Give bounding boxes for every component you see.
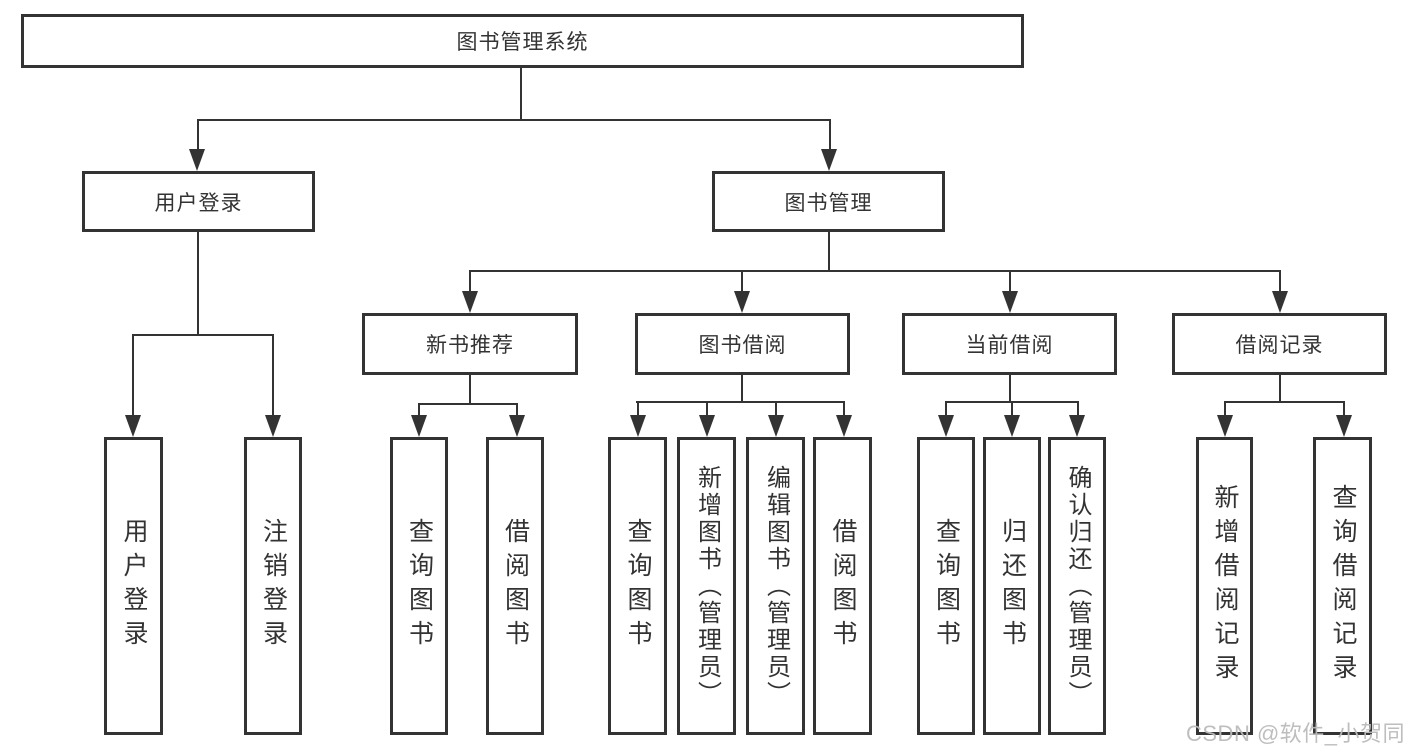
node-new-book-rec-label: 新书推荐	[426, 334, 514, 357]
node-user-login: 用户登录	[82, 171, 315, 232]
connector-root-rail	[197, 119, 831, 121]
connector-drop-bb-query	[637, 401, 639, 417]
arrowhead-bb-add	[699, 415, 715, 437]
node-current-borrow-label: 当前借阅	[965, 334, 1054, 357]
arrowhead-leaf-user-login	[125, 415, 141, 437]
node-borrow-records: 借阅记录	[1172, 313, 1387, 375]
arrowhead-borrow-records	[1272, 291, 1288, 313]
leaf-cb-confirm-return: 确认归还（管理员）	[1048, 437, 1106, 735]
connector-new-book-rec-stem	[469, 374, 471, 405]
connector-drop-leaf-logout	[272, 334, 274, 418]
arrowhead-rec-borrow	[509, 415, 525, 437]
connector-drop-borrow-records	[1279, 270, 1281, 294]
arrowhead-br-add	[1217, 415, 1233, 437]
connector-book-borrow-stem	[741, 374, 743, 403]
arrowhead-rec-query	[411, 415, 427, 437]
leaf-bb-borrow-books: 借阅图书	[813, 437, 872, 735]
connector-drop-rec-query	[418, 403, 420, 417]
leaf-bb-add-books-label: 新增图书（管理员）	[693, 464, 721, 708]
leaf-bb-query-books: 查询图书	[608, 437, 667, 735]
leaf-cb-return-books-label: 归还图书	[998, 518, 1027, 654]
arrowhead-br-query	[1336, 415, 1352, 437]
arrowhead-bb-edit	[768, 415, 784, 437]
leaf-logout-label: 注销登录	[259, 518, 288, 654]
node-root: 图书管理系统	[21, 14, 1024, 68]
arrowhead-user-login	[189, 149, 205, 171]
connector-drop-book-mgmt	[829, 119, 831, 153]
leaf-bb-add-books: 新增图书（管理员）	[677, 437, 736, 735]
arrowhead-bb-borrow	[836, 415, 852, 437]
leaf-bb-edit-books: 编辑图书（管理员）	[746, 437, 805, 735]
arrowhead-cb-query	[938, 415, 954, 437]
leaf-cb-query-books-label: 查询图书	[932, 518, 961, 654]
connector-borrow-records-rail	[1224, 401, 1345, 403]
arrowhead-bb-query	[630, 415, 646, 437]
connector-root-stem	[520, 68, 522, 121]
leaf-rec-query-books: 查询图书	[390, 437, 448, 735]
connector-borrow-records-stem	[1279, 374, 1281, 403]
arrowhead-book-borrow	[734, 291, 750, 313]
connector-drop-book-borrow	[741, 270, 743, 294]
arrowhead-leaf-logout	[265, 415, 281, 437]
connector-drop-bb-add	[706, 401, 708, 417]
connector-drop-cb-confirm	[1077, 401, 1079, 417]
connector-drop-cb-return	[1011, 401, 1013, 417]
connector-drop-user-login	[197, 119, 199, 153]
leaf-cb-confirm-return-label: 确认归还（管理员）	[1064, 464, 1091, 708]
leaf-br-query-record-label: 查询借阅记录	[1329, 484, 1357, 688]
leaf-user-login: 用户登录	[104, 437, 163, 735]
node-current-borrow: 当前借阅	[902, 313, 1117, 375]
arrowhead-new-book-rec	[462, 291, 478, 313]
node-book-mgmt: 图书管理	[712, 171, 945, 232]
node-user-login-label: 用户登录	[154, 191, 243, 215]
node-new-book-rec: 新书推荐	[362, 313, 578, 375]
arrowhead-book-mgmt	[821, 149, 837, 171]
connector-book-mgmt-stem	[828, 232, 830, 272]
connector-drop-br-query	[1343, 401, 1345, 417]
leaf-rec-borrow-books: 借阅图书	[486, 437, 544, 735]
arrowhead-cb-confirm	[1069, 415, 1085, 437]
leaf-br-add-record-label: 新增借阅记录	[1211, 484, 1239, 688]
connector-book-borrow-rail	[636, 401, 845, 403]
leaf-bb-query-books-label: 查询图书	[624, 518, 652, 654]
node-root-label: 图书管理系统	[456, 31, 589, 54]
leaf-br-add-record: 新增借阅记录	[1196, 437, 1253, 735]
leaf-user-login-label: 用户登录	[120, 518, 148, 654]
arrowhead-cb-return	[1004, 415, 1020, 437]
connector-drop-rec-borrow	[516, 403, 518, 417]
connector-drop-current-borrow	[1009, 270, 1011, 294]
connector-drop-cb-query	[945, 401, 947, 417]
connector-drop-bb-edit	[775, 401, 777, 417]
connector-user-login-stem	[197, 232, 199, 336]
node-book-mgmt-label: 图书管理	[784, 191, 873, 215]
connector-current-borrow-stem	[1009, 374, 1011, 403]
connector-new-book-rec-rail	[418, 403, 518, 405]
leaf-rec-borrow-books-label: 借阅图书	[501, 518, 530, 654]
leaf-bb-borrow-books-label: 借阅图书	[829, 518, 857, 654]
leaf-rec-query-books-label: 查询图书	[405, 518, 434, 654]
connector-drop-leaf-user-login	[132, 334, 134, 418]
leaf-br-query-record: 查询借阅记录	[1313, 437, 1372, 735]
connector-drop-new-book-rec	[469, 270, 471, 294]
connector-drop-bb-borrow	[843, 401, 845, 417]
arrowhead-current-borrow	[1002, 291, 1018, 313]
connector-book-mgmt-rail	[469, 270, 1281, 272]
leaf-bb-edit-books-label: 编辑图书（管理员）	[762, 464, 790, 708]
leaf-cb-return-books: 归还图书	[983, 437, 1041, 735]
node-book-borrow-label: 图书借阅	[698, 334, 787, 357]
leaf-logout: 注销登录	[244, 437, 302, 735]
connector-user-login-rail	[132, 334, 274, 336]
csdn-watermark: CSDN @软件_小贺同学	[1186, 721, 1405, 746]
connector-drop-br-add	[1224, 401, 1226, 417]
leaf-cb-query-books: 查询图书	[917, 437, 975, 735]
node-book-borrow: 图书借阅	[635, 313, 850, 375]
node-borrow-records-label: 借阅记录	[1235, 334, 1324, 357]
